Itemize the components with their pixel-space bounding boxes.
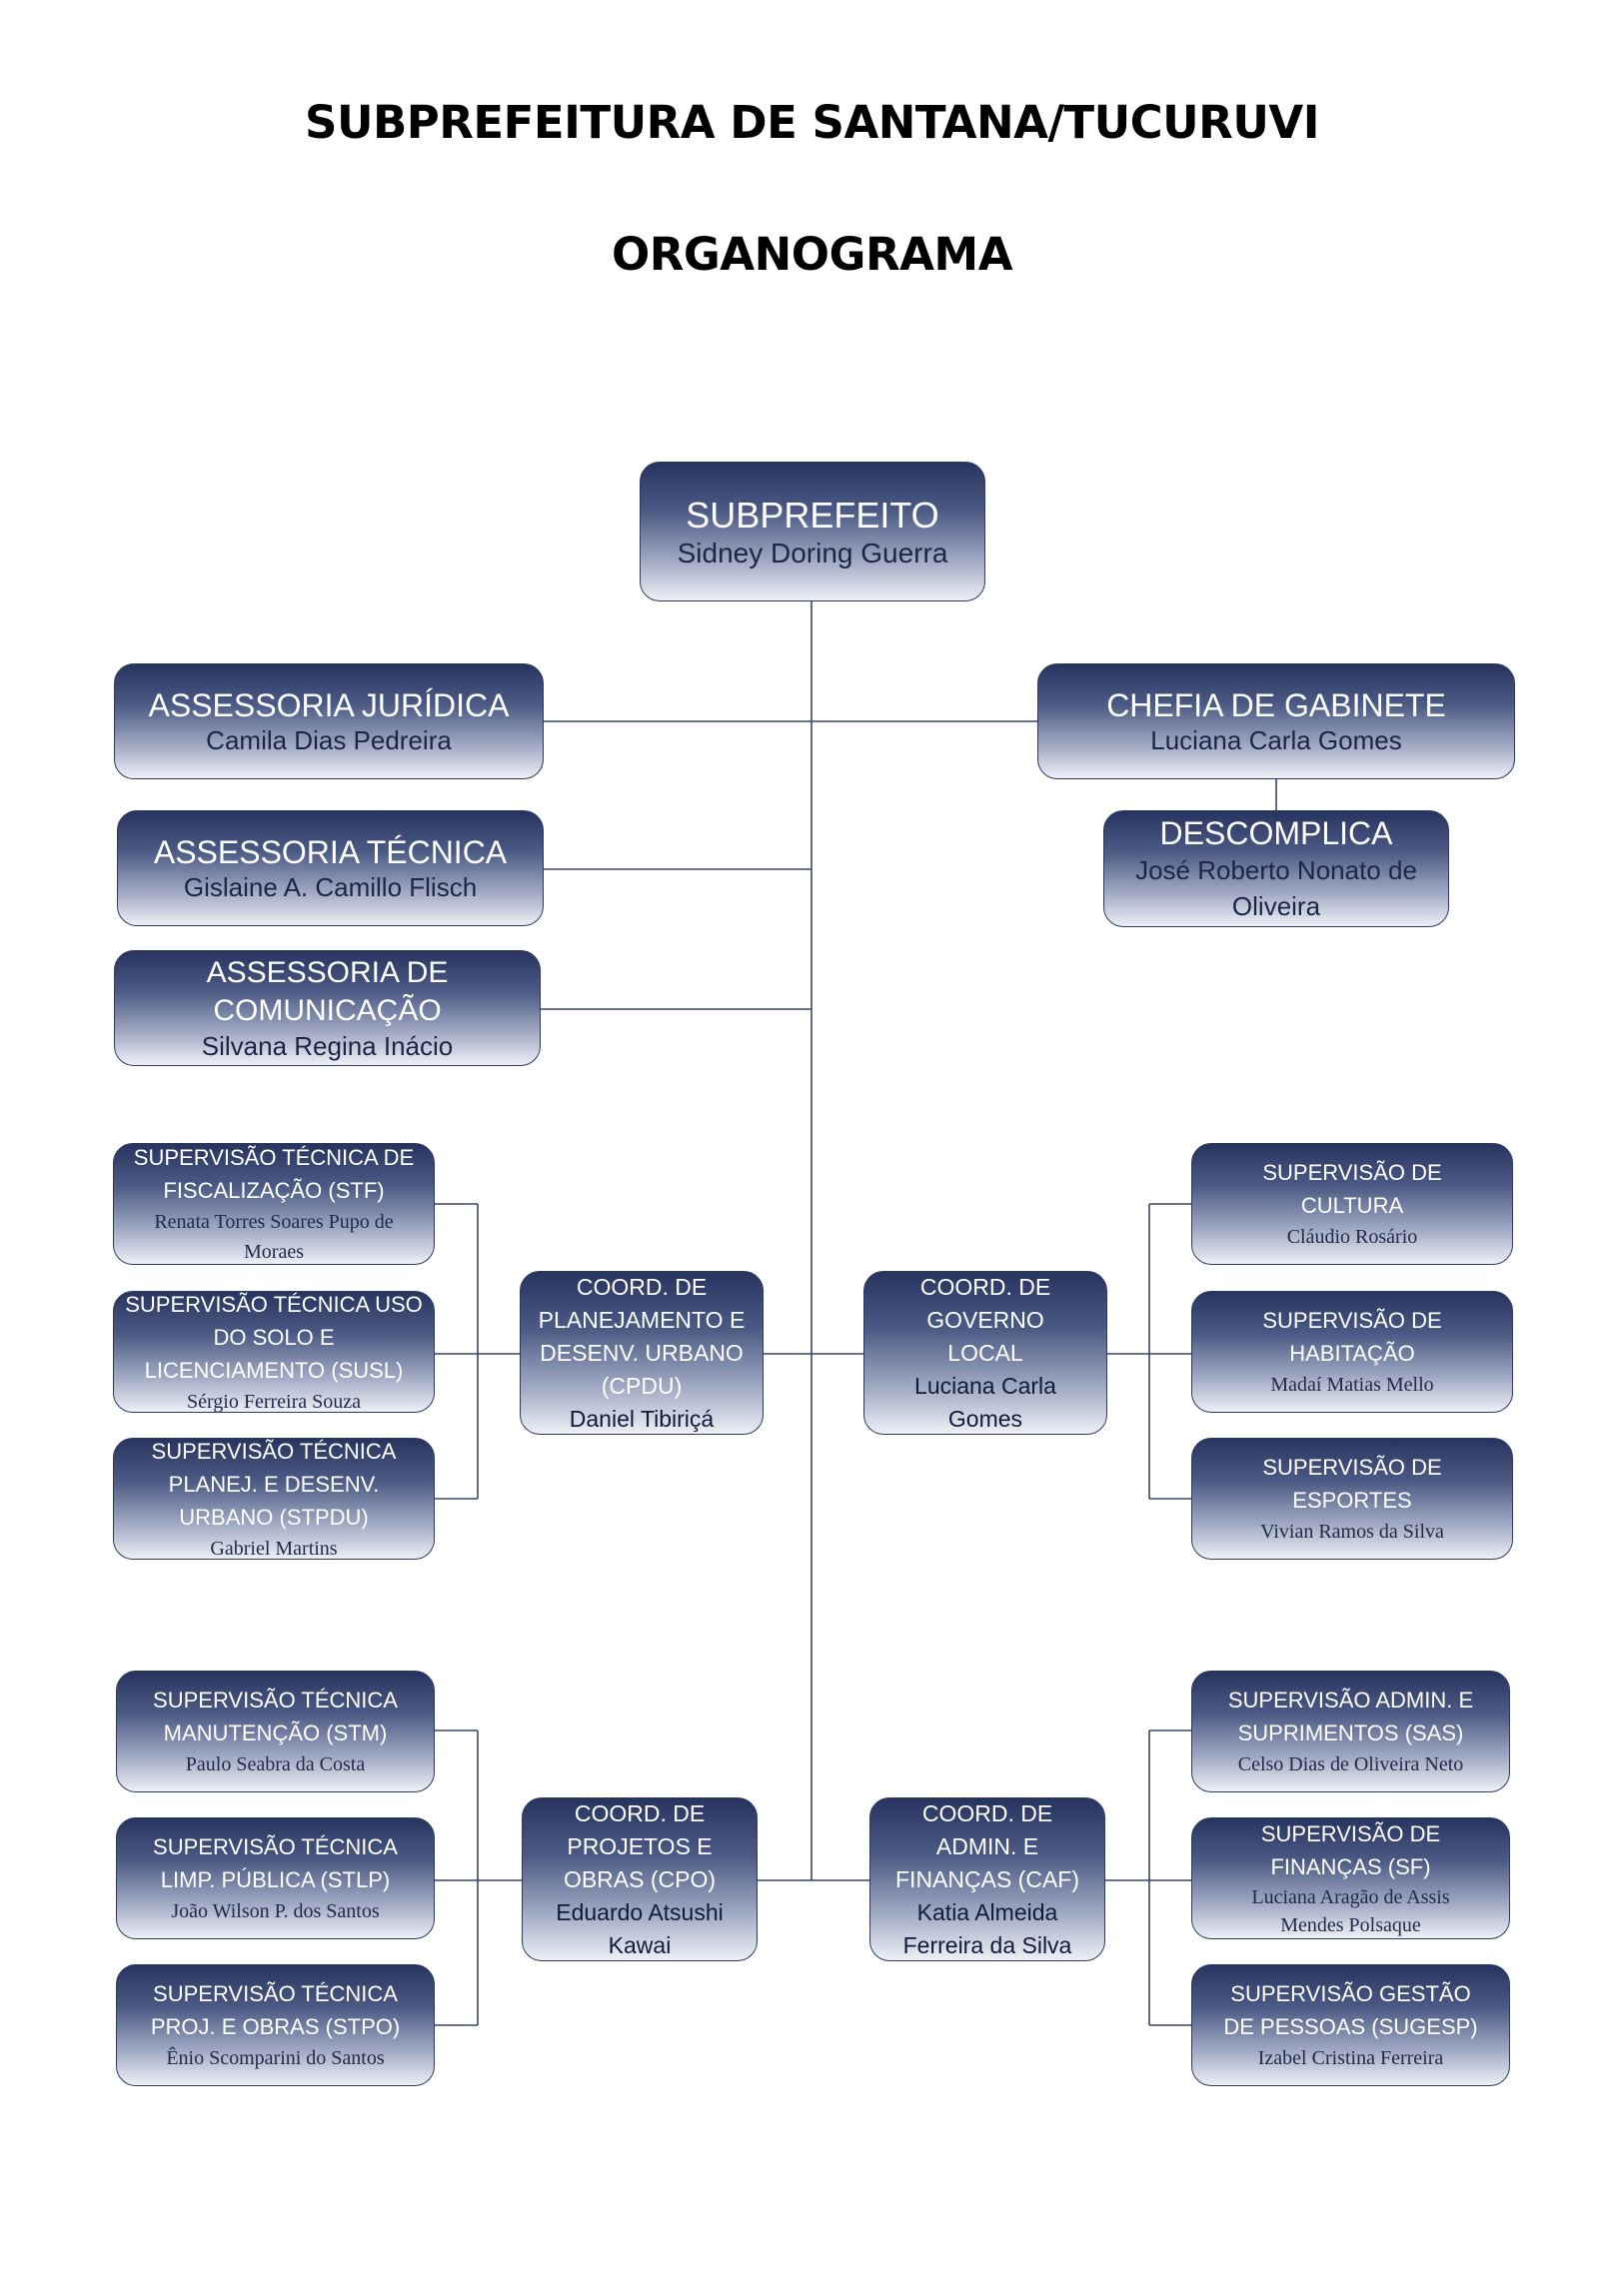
document-subtitle: ORGANOGRAMA: [611, 228, 1013, 281]
box-person: Daniel Tibiriçá: [569, 1405, 715, 1432]
box-title: SUPERVISÃO TÉCNICA LIMP. PÚBLICA (STLP): [153, 1834, 398, 1892]
box-person: Renata Torres Soares Pupo de Moraes: [154, 1211, 394, 1263]
box-person: João Wilson P. dos Santos: [171, 1900, 380, 1922]
box-title: SUPERVISÃO ADMIN. E SUPRIMENTOS (SAS): [1227, 1688, 1474, 1745]
caf-box: COORD. DE ADMIN. E FINANÇAS (CAF) Katia …: [869, 1797, 1105, 1961]
stm-box: SUPERVISÃO TÉCNICA MANUTENÇÃO (STM) Paul…: [116, 1671, 435, 1792]
descomplica-box: DESCOMPLICA José Roberto Nonato de Olive…: [1103, 810, 1449, 927]
sf-box: SUPERVISÃO DE FINANÇAS (SF) Luciana Arag…: [1191, 1817, 1510, 1939]
box-title: COORD. DE ADMIN. E FINANÇAS (CAF): [895, 1799, 1079, 1892]
box-title: SUPERVISÃO DE CULTURA: [1262, 1160, 1442, 1218]
subprefeito-box: SUBPREFEITO Sidney Doring Guerra: [640, 462, 985, 601]
box-person: Izabel Cristina Ferreira: [1257, 2047, 1444, 2069]
box-title: ASSESSORIA DE COMUNICAÇÃO: [206, 956, 449, 1027]
box-person: Eduardo Atsushi Kawai: [556, 1898, 724, 1958]
sugesp-box: SUPERVISÃO GESTÃO DE PESSOAS (SUGESP) Iz…: [1191, 1964, 1510, 2086]
box-title: SUPERVISÃO TÉCNICA DE FISCALIZAÇÃO (STF): [133, 1145, 415, 1203]
box-title: SUPERVISÃO TÉCNICA USO DO SOLO E LICENCI…: [125, 1291, 423, 1383]
box-title: COORD. DE PLANEJAMENTO E DESENV. URBANO …: [538, 1273, 746, 1399]
box-person: Sérgio Ferreira Souza: [186, 1390, 362, 1413]
box-title: SUPERVISÃO DE ESPORTES: [1262, 1455, 1442, 1513]
box-title: CHEFIA DE GABINETE: [1106, 687, 1446, 723]
box-person: Luciana Carla Gomes: [914, 1372, 1056, 1432]
assessoria-juridica-box: ASSESSORIA JURÍDICA Camila Dias Pedreira: [114, 663, 544, 779]
stpo-box: SUPERVISÃO TÉCNICA PROJ. E OBRAS (STPO) …: [116, 1964, 435, 2086]
stlp-box: SUPERVISÃO TÉCNICA LIMP. PÚBLICA (STLP) …: [116, 1817, 435, 1939]
box-person: Gislaine A. Camillo Flisch: [183, 872, 478, 902]
assessoria-comunicacao-box: ASSESSORIA DE COMUNICAÇÃO Silvana Regina…: [114, 950, 541, 1066]
box-person: Gabriel Martins: [210, 1537, 338, 1560]
sas-box: SUPERVISÃO ADMIN. E SUPRIMENTOS (SAS) Ce…: [1191, 1671, 1510, 1792]
box-title: SUPERVISÃO TÉCNICA PLANEJ. E DESENV. URB…: [151, 1438, 397, 1530]
box-person: Katia Almeida Ferreira da Silva: [902, 1898, 1072, 1958]
esportes-box: SUPERVISÃO DE ESPORTES Vivian Ramos da S…: [1191, 1438, 1513, 1560]
governo-local-box: COORD. DE GOVERNO LOCAL Luciana Carla Go…: [863, 1271, 1107, 1435]
box-title: SUPERVISÃO TÉCNICA PROJ. E OBRAS (STPO): [150, 1981, 401, 2039]
box-person: José Roberto Nonato de Oliveira: [1135, 854, 1417, 921]
stf-box: SUPERVISÃO TÉCNICA DE FISCALIZAÇÃO (STF)…: [113, 1143, 435, 1265]
habitacao-box: SUPERVISÃO DE HABITAÇÃO Madaí Matias Mel…: [1191, 1291, 1513, 1413]
box-title: SUPERVISÃO GESTÃO DE PESSOAS (SUGESP): [1223, 1981, 1478, 2039]
document-title: SUBPREFEITURA DE SANTANA/TUCURUVI: [305, 96, 1319, 149]
stpdu-box: SUPERVISÃO TÉCNICA PLANEJ. E DESENV. URB…: [113, 1438, 435, 1560]
cpo-box: COORD. DE PROJETOS E OBRAS (CPO) Eduardo…: [522, 1797, 758, 1961]
box-title: ASSESSORIA JURÍDICA: [148, 687, 510, 723]
box-title: COORD. DE PROJETOS E OBRAS (CPO): [563, 1799, 717, 1892]
box-person: Cláudio Rosário: [1286, 1226, 1418, 1248]
box-person: Sidney Doring Guerra: [677, 538, 948, 569]
box-person: Celso Dias de Oliveira Neto: [1237, 1753, 1464, 1775]
box-title: SUPERVISÃO DE FINANÇAS (SF): [1260, 1821, 1441, 1879]
box-person: Camila Dias Pedreira: [206, 725, 452, 755]
cultura-box: SUPERVISÃO DE CULTURA Cláudio Rosário: [1191, 1143, 1513, 1265]
assessoria-tecnica-box: ASSESSORIA TÉCNICA Gislaine A. Camillo F…: [117, 810, 544, 926]
box-person: Vivian Ramos da Silva: [1260, 1521, 1444, 1543]
box-person: Silvana Regina Inácio: [201, 1031, 454, 1061]
box-person: Luciana Carla Gomes: [1150, 725, 1402, 755]
susl-box: SUPERVISÃO TÉCNICA USO DO SOLO E LICENCI…: [113, 1291, 435, 1413]
box-title: DESCOMPLICA: [1159, 814, 1393, 851]
box-title: ASSESSORIA TÉCNICA: [153, 834, 508, 870]
box-person: Madaí Matias Mello: [1270, 1374, 1434, 1396]
box-person: Ênio Scomparini do Santos: [166, 2047, 385, 2069]
box-title: COORD. DE GOVERNO LOCAL: [919, 1273, 1051, 1366]
box-person: Paulo Seabra da Costa: [185, 1753, 366, 1775]
box-title: SUBPREFEITO: [686, 495, 939, 536]
box-title: SUPERVISÃO TÉCNICA MANUTENÇÃO (STM): [153, 1688, 398, 1745]
box-title: SUPERVISÃO DE HABITAÇÃO: [1262, 1308, 1442, 1366]
box-person: Luciana Aragão de Assis Mendes Polsaque: [1251, 1886, 1450, 1936]
chefia-gabinete-box: CHEFIA DE GABINETE Luciana Carla Gomes: [1037, 663, 1515, 779]
cpdu-box: COORD. DE PLANEJAMENTO E DESENV. URBANO …: [520, 1271, 764, 1435]
